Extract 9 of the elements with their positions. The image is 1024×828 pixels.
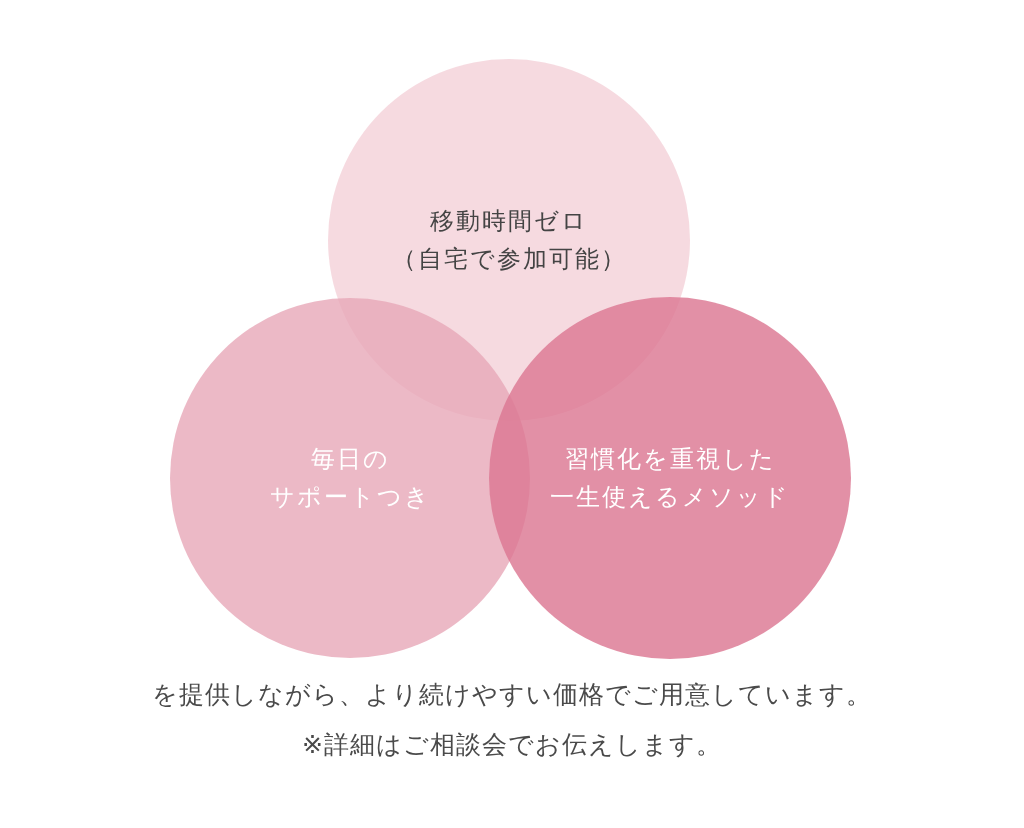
circle-text: 習慣化を重視した (564, 444, 776, 475)
circle-text: 一生使えるメソッド (550, 482, 790, 513)
note-text: ※詳細はご相談会でお伝えします。 (301, 729, 723, 761)
description-text: を提供しながら、より続けやすい価格でご用意しています。 (151, 679, 873, 711)
circle-text: サポートつき (269, 482, 431, 513)
venn-circle (489, 297, 851, 659)
circle-text: 移動時間ゼロ (430, 206, 588, 237)
circle-text: （自宅で参加可能） (391, 244, 627, 275)
circle-text: 毎日の (310, 444, 390, 475)
